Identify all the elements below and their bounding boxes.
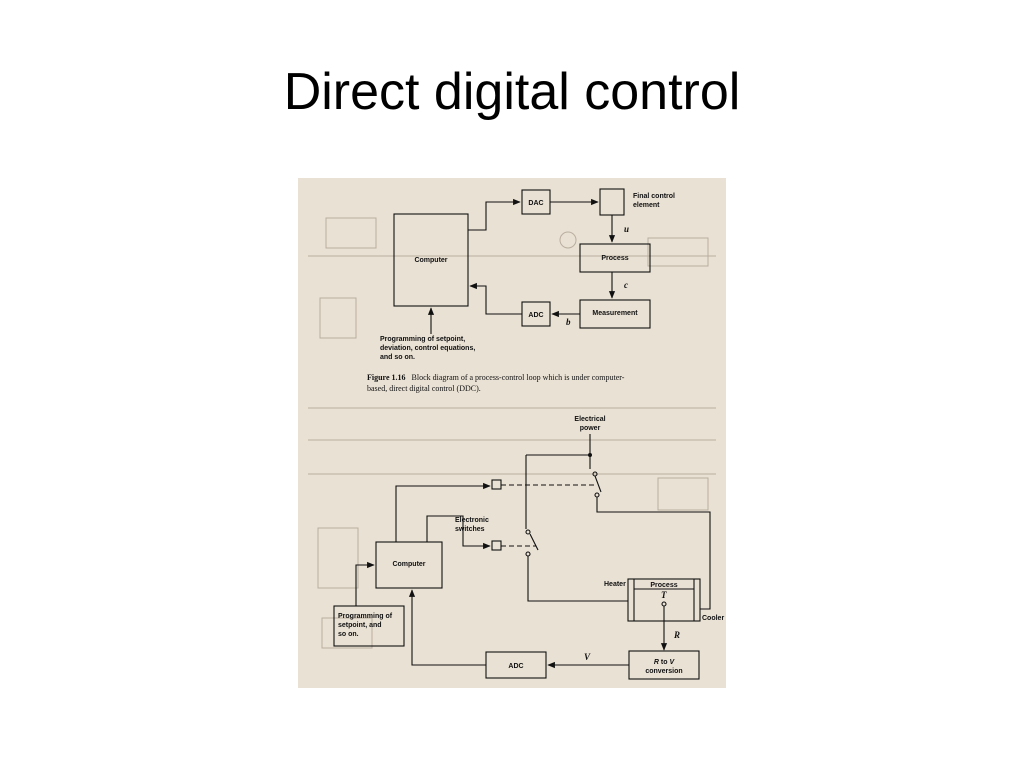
cooler-label: Cooler bbox=[702, 615, 724, 622]
signal-b-label: b bbox=[566, 317, 571, 327]
signal-T-label: T bbox=[661, 590, 667, 600]
programming-label-2-2: setpoint, and bbox=[338, 622, 382, 629]
block-diagrams: Computer DAC Final control element Proce… bbox=[308, 188, 724, 680]
switch-2-to-heater-line bbox=[527, 556, 628, 602]
electrical-power-label-1: Electrical bbox=[574, 416, 605, 423]
switch-2-blade bbox=[529, 533, 539, 551]
adc-label-2: ADC bbox=[508, 663, 523, 670]
r-to-v-label-v: V bbox=[669, 659, 675, 666]
signal-V-label: V bbox=[584, 652, 591, 662]
programming-label-1: Programming of setpoint, bbox=[380, 336, 465, 343]
computer-to-switch-2-line bbox=[426, 515, 491, 550]
process-label: Process bbox=[601, 255, 628, 262]
bleed-through-texture bbox=[308, 217, 716, 649]
programming-label-3: and so on. bbox=[380, 354, 415, 361]
process-block bbox=[579, 243, 651, 273]
final-control-element-block bbox=[599, 188, 625, 216]
programming-label-2: deviation, control equations, bbox=[380, 345, 475, 352]
electronic-switches-label-1: Electronic bbox=[455, 517, 489, 524]
dac-label: DAC bbox=[528, 200, 543, 207]
computer-block bbox=[393, 213, 469, 307]
programming-label-2-1: Programming of bbox=[338, 613, 393, 620]
electronic-switch-1 bbox=[491, 479, 502, 490]
programming-label-2-3: so on. bbox=[338, 631, 359, 638]
final-control-label-2: element bbox=[633, 202, 660, 209]
signal-R-label: R bbox=[673, 630, 680, 640]
switch-2-bottom-contact bbox=[525, 551, 531, 557]
switch-1-bottom-contact bbox=[594, 492, 600, 498]
computer-block-2 bbox=[375, 541, 443, 589]
r-to-v-label-1: R to V bbox=[654, 659, 676, 666]
r-to-v-label-r: R bbox=[654, 659, 659, 666]
process-label-2: Process bbox=[650, 582, 677, 589]
computer-label-2: Computer bbox=[392, 561, 425, 568]
electronic-switch-2 bbox=[491, 540, 502, 551]
computer-label: Computer bbox=[414, 257, 447, 264]
electrical-power-label-2: power bbox=[580, 425, 601, 432]
programming-box bbox=[333, 605, 405, 647]
final-control-label-1: Final control bbox=[633, 193, 675, 200]
ddc-block-diagram: Computer DAC Final control element Proce… bbox=[367, 188, 675, 393]
signal-u-label: u bbox=[624, 224, 629, 234]
temperature-sensor bbox=[661, 601, 667, 607]
figure-caption-line-1: Figure 1.16 Block diagram of a process-co… bbox=[367, 373, 625, 382]
signal-c-label: c bbox=[624, 280, 628, 290]
adc-label: ADC bbox=[528, 312, 543, 319]
r-to-v-label-2: conversion bbox=[645, 668, 682, 675]
adc-to-computer-line bbox=[469, 282, 522, 315]
figure-caption-line-2: based, direct digital control (DDC). bbox=[367, 384, 481, 393]
programming-to-computer-line-2 bbox=[355, 561, 375, 606]
switch-1-to-cooler-line bbox=[596, 497, 711, 610]
adc-to-computer-line-2 bbox=[408, 589, 486, 666]
computer-to-dac-line bbox=[468, 198, 521, 231]
computer-to-switch-1-line bbox=[395, 482, 491, 542]
switch-2-top-contact bbox=[525, 529, 531, 535]
measurement-label: Measurement bbox=[592, 310, 638, 317]
switch-1-blade bbox=[594, 475, 602, 493]
figure-caption-number: Figure 1.16 bbox=[367, 373, 406, 382]
figure-caption-text-1: Block diagram of a process-control loop … bbox=[412, 373, 625, 382]
slide-title: Direct digital control bbox=[283, 63, 741, 121]
electronic-switches-label-2: switches bbox=[455, 526, 485, 533]
r-to-v-label-to: to bbox=[659, 659, 670, 666]
heater-label: Heater bbox=[604, 581, 626, 588]
heater-control-diagram: Electrical power Electronic switches Com… bbox=[333, 416, 724, 680]
scanned-figure-page: Computer DAC Final control element Proce… bbox=[298, 178, 726, 688]
